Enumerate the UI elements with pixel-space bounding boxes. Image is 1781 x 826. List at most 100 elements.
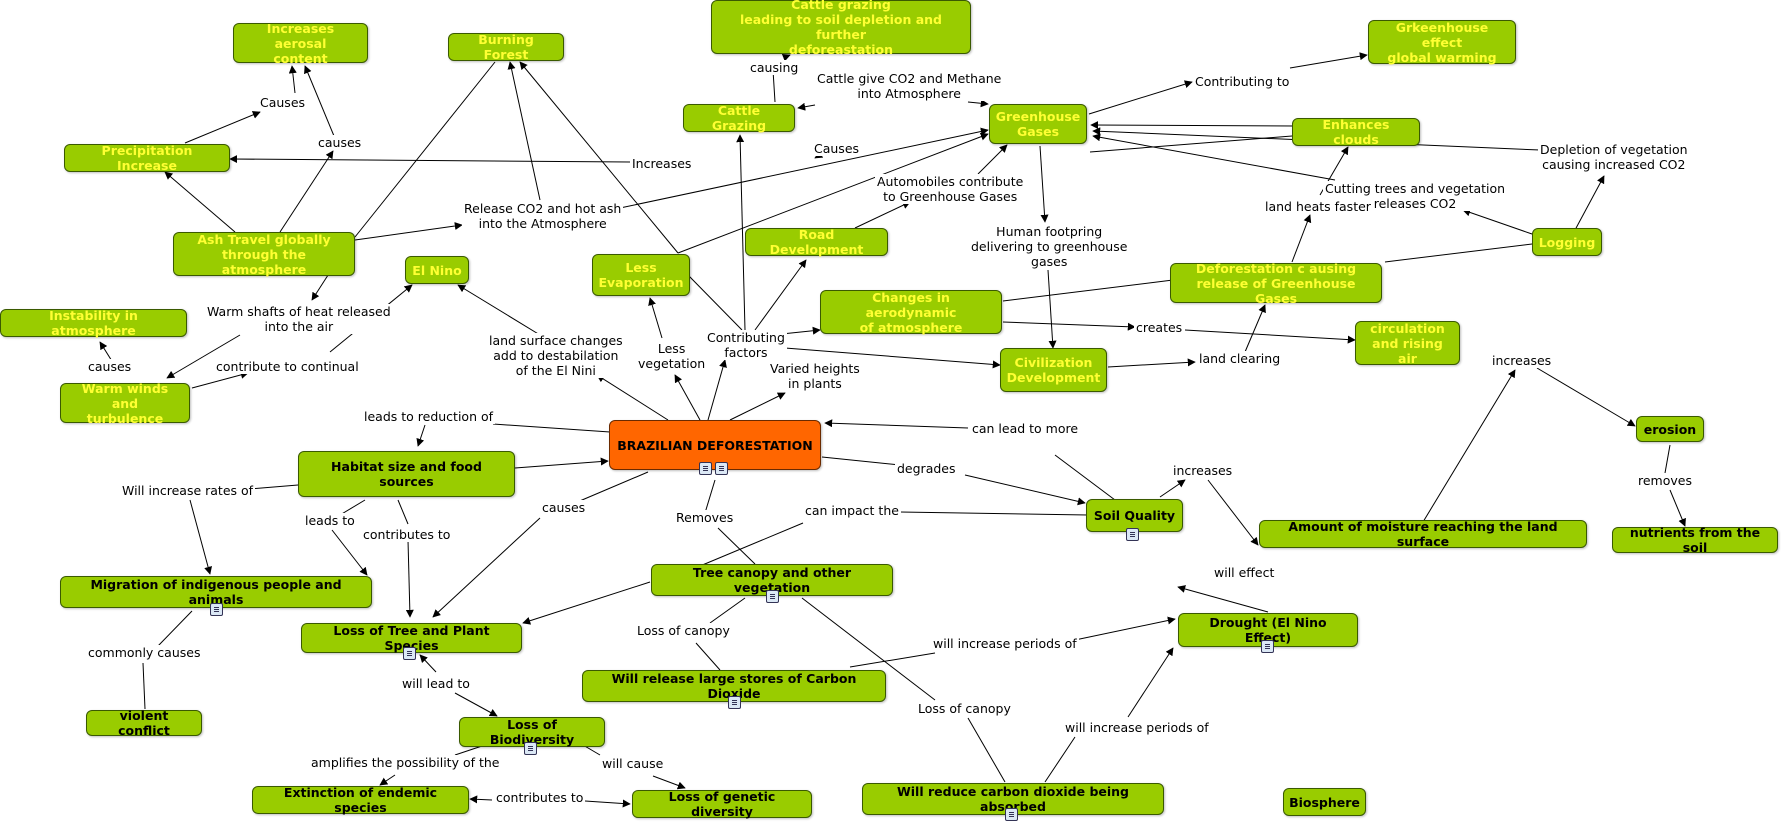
edge-habitat-contributes <box>397 499 409 525</box>
soil-quality-resource-icon[interactable] <box>1126 528 1139 541</box>
reduce-co2-resource-icon[interactable] <box>1005 808 1018 821</box>
edge-ash-causes <box>279 150 334 233</box>
edge-factors-cattle <box>736 134 746 331</box>
edge-canimpact-canopy <box>699 522 804 567</box>
edge-root-leadsreduction <box>492 423 611 433</box>
node-less-evaporation[interactable]: Less Evaporation <box>592 254 690 296</box>
node-migration[interactable]: Migration of indigenous people and anima… <box>60 576 372 608</box>
label-cattle-co2: Cattle give CO2 and Methane into Atmosph… <box>815 71 1004 101</box>
edge-ash-precip <box>164 171 236 233</box>
biodiversity-resource-icon[interactable] <box>524 742 537 755</box>
document-resource-icon[interactable] <box>715 462 728 475</box>
loss-tree-resource-icon[interactable] <box>403 647 416 660</box>
edge-root-removes <box>704 479 716 514</box>
edge-causes-aerosol <box>288 65 297 94</box>
node-greenhouse-gases[interactable]: Greenhouse Gases <box>989 104 1087 144</box>
edge-shafts-warm <box>166 334 241 379</box>
edge-willincrease2-drought <box>1127 647 1174 718</box>
edge-soil-canimpact <box>899 511 1089 516</box>
edge-habitat-root <box>514 457 609 469</box>
edge-cattle-causing <box>772 69 776 103</box>
node-genetic[interactable]: Loss of genetic diversity <box>632 789 812 819</box>
edge-losstree-willlead <box>419 654 437 673</box>
edge-carbon-willincrease1 <box>849 652 936 668</box>
edge-increases-moisture <box>1207 479 1259 546</box>
label-increases-soil: increases <box>1171 463 1235 478</box>
edge-ash-burning <box>354 61 496 238</box>
edge-road-automobiles <box>854 201 911 229</box>
node-nutrients[interactable]: nutrients from the soil <box>1612 525 1778 555</box>
edge-canopy-losscanopy1 <box>709 597 746 624</box>
node-changes-aerodynamic[interactable]: Changes in aerodynamic of atmosphere <box>820 290 1002 335</box>
label-human-footprint: Human footpring delivering to greenhouse… <box>969 224 1130 269</box>
edge-root-lessveg <box>674 374 701 421</box>
edge-gg-contributing <box>1088 80 1193 115</box>
label-causing: causing <box>748 60 801 75</box>
node-ash-travel[interactable]: Ash Travel globally through the atmosphe… <box>173 232 355 277</box>
node-brazilian-deforestation[interactable]: BRAZILIAN DEFORESTATION <box>609 420 821 470</box>
edge-release-burning <box>507 61 541 201</box>
node-biosphere[interactable]: Biosphere <box>1283 788 1366 816</box>
node-el-nino[interactable]: El Nino <box>405 256 469 284</box>
edge-landclearing-defrelease <box>1244 304 1266 353</box>
node-road-development[interactable]: Road Development <box>745 227 888 257</box>
node-deforestation-release[interactable]: Deforestation c ausing release of Greenh… <box>1170 261 1382 306</box>
label-amplifies: amplifies the possibility of the <box>309 755 502 770</box>
edge-drought-soil <box>1177 585 1269 613</box>
node-greenhouse-effect[interactable]: Grkeenhouse effect global warming <box>1368 20 1516 65</box>
edge-co2label-cattle <box>797 102 816 111</box>
node-cattle-depletion[interactable]: Cattle grazing leading to soil depletion… <box>711 0 971 57</box>
carbon-release-resource-icon[interactable] <box>728 696 741 709</box>
edge-causes-aerosol-2 <box>304 65 335 137</box>
node-warm-winds[interactable]: Warm winds and turbulence <box>60 381 190 426</box>
edge-habitat-willincrease <box>249 484 299 490</box>
node-erosion[interactable]: erosion <box>1636 416 1704 442</box>
edge-root-varied <box>729 392 786 421</box>
drought-resource-icon[interactable] <box>1261 640 1274 653</box>
edge-factors-civ <box>784 347 1001 369</box>
node-circulation[interactable]: circulation and rising air <box>1355 321 1460 366</box>
edge-factors-road <box>754 259 807 331</box>
image-resource-icon[interactable] <box>699 462 712 475</box>
node-extinction[interactable]: Extinction of endemic species <box>252 785 469 815</box>
edge-increases-precip <box>229 155 631 164</box>
label-loss-canopy-1: Loss of canopy <box>635 623 732 638</box>
edge-causing-depletion <box>781 53 791 62</box>
label-varied-heights: Varied heights in plants <box>768 361 862 391</box>
node-logging[interactable]: Logging <box>1532 228 1602 256</box>
edge-ash-shafts <box>311 271 331 301</box>
edge-erosion-removes <box>1664 444 1671 474</box>
edge-soil-increases <box>1159 479 1186 498</box>
node-aerosol[interactable]: Increases aerosal content <box>233 21 368 66</box>
tree-canopy-resource-icon[interactable] <box>766 590 779 603</box>
label-depletion: Depletion of vegetation causing increase… <box>1538 142 1690 172</box>
node-moisture[interactable]: Amount of moisture reaching the land sur… <box>1259 519 1587 549</box>
node-instability[interactable]: Instability in atmosphere <box>0 308 187 338</box>
label-removes-root: Removes <box>674 510 736 525</box>
node-enhances-clouds[interactable]: Enhances clouds <box>1292 117 1420 147</box>
edge-canlead-root <box>824 419 969 429</box>
label-commonly-causes: commonly causes <box>86 645 203 660</box>
edge-contributes-genetic <box>584 799 631 808</box>
edge-willincrease-migration <box>189 499 212 575</box>
edge-root-factors <box>707 359 727 421</box>
edge-root-landsurface <box>596 374 669 421</box>
edge-reduce-willincrease2 <box>1044 736 1076 783</box>
label-will-increase-periods-1: will increase periods of <box>931 636 1079 651</box>
label-contributing-to: Contributing to <box>1193 74 1292 89</box>
node-habitat[interactable]: Habitat size and food sources <box>298 451 515 497</box>
node-burning-forest[interactable]: Burning Forest <box>448 32 564 62</box>
edge-migration-commonly <box>157 610 193 647</box>
node-soil-quality[interactable]: Soil Quality <box>1086 499 1183 532</box>
edge-civ-landclearing <box>1107 358 1196 368</box>
node-civilization[interactable]: Civilization Development <box>1000 348 1107 392</box>
edge-leadsto-migration <box>331 529 368 576</box>
node-cattle-grazing[interactable]: Cattle Grazing <box>683 103 795 133</box>
edge-degrades-soil <box>964 474 1086 506</box>
node-precipitation[interactable]: Precipitation Increase <box>64 143 230 173</box>
edge-willcause-genetic <box>652 775 686 790</box>
edge-increases-erosion <box>1536 367 1636 427</box>
migration-resource-icon[interactable] <box>210 603 223 616</box>
node-violent-conflict[interactable]: violent conflict <box>86 708 202 738</box>
